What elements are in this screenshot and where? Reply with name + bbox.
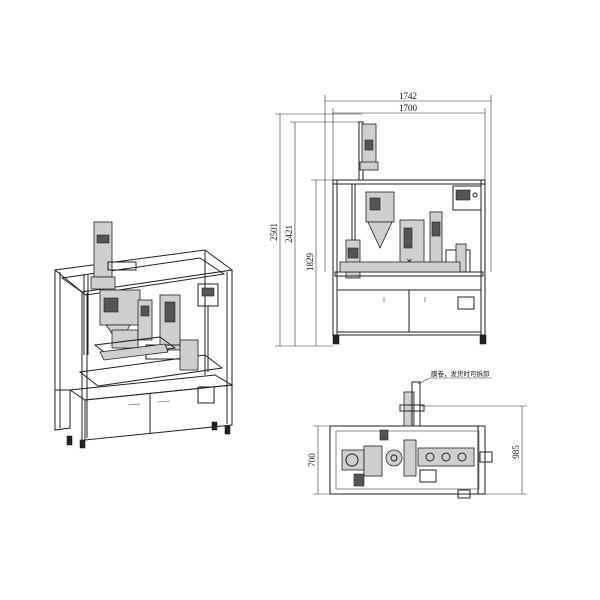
dim-985-label: 985 — [511, 445, 521, 459]
top-turntable — [385, 449, 403, 467]
iso-cabinet-panel — [197, 386, 215, 404]
dim-1829-label: 1829 — [305, 253, 315, 272]
iso-hopper — [93, 221, 113, 278]
top-view: 膜卷，发货时可拆卸 700 985 — [307, 369, 527, 499]
front-view: ✕ 1742 1700 2501 2421 1 — [269, 91, 492, 347]
dim-700-label: 700 — [307, 453, 317, 467]
front-frame — [332, 179, 486, 336]
dim-1742-label: 1742 — [399, 91, 417, 101]
front-funnel — [367, 221, 393, 249]
dim-2501-label: 2501 — [269, 223, 279, 241]
top-film-roll — [403, 391, 415, 427]
dim-1700-label: 1700 — [399, 103, 418, 113]
isometric-view — [53, 221, 234, 449]
svg-text:✕: ✕ — [406, 257, 413, 266]
front-control-panel — [452, 185, 482, 211]
dim-2421-label: 2421 — [284, 225, 294, 243]
iso-cabinet-front — [84, 384, 233, 441]
detachable-note: 膜卷，发货时可拆卸 — [431, 369, 490, 378]
